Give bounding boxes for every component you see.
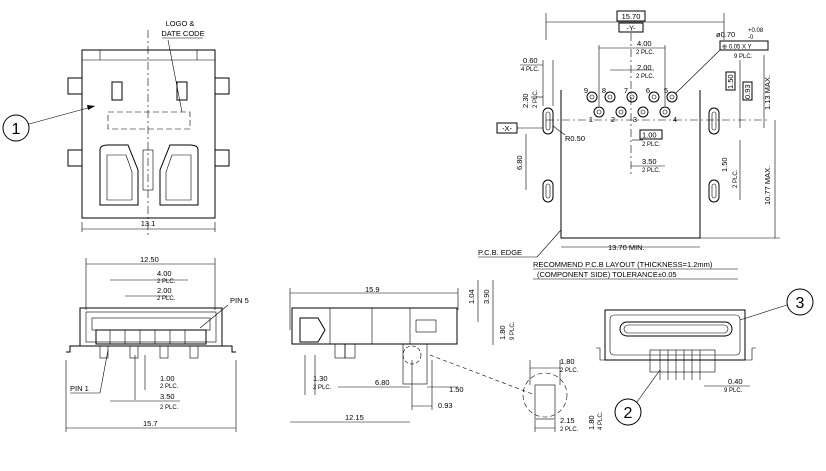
pin-label-6: 6 [646, 86, 650, 95]
side-view: 15.9 1.04 3.90 1.80 9 PLC. 1.30 2 PLC. 6… [289, 280, 516, 423]
top-view-width: 13.1 [141, 219, 156, 228]
side-d1215: 12.15 [345, 413, 364, 422]
detail-d180b-qty: 4 PLC. [598, 411, 604, 430]
front-d100-qty: 2 PLC. [160, 384, 179, 390]
detail-d180-qty: 2 PLC. [560, 368, 579, 374]
front-d200-qty: 2 PLC. [157, 296, 176, 302]
side-d093: 0.93 [438, 401, 453, 410]
iso-view: 0.40 9 PLC. [596, 309, 756, 394]
front-d157: 15.7 [143, 419, 158, 428]
side-d390: 3.90 [482, 289, 491, 304]
iso-d040: 0.40 [728, 377, 743, 386]
front-d1250: 12.50 [140, 255, 159, 264]
side-d130: 1.30 [313, 374, 328, 383]
front-d100: 1.00 [160, 374, 175, 383]
pcb-d150: 1.50 [720, 157, 729, 172]
callout-2-number: 2 [624, 405, 633, 422]
pcb-overall-width: 15.70 [622, 12, 641, 21]
front-d400: 4.00 [157, 269, 172, 278]
pcb-d400-qty: 2 PLC. [636, 50, 655, 56]
pcb-d150-qty: 2 PLC. [733, 169, 739, 188]
side-d180: 1.80 [498, 325, 507, 340]
pcb-r050: R0.50 [565, 134, 585, 143]
callout-1: 1 [2, 105, 96, 142]
detail-d215-qty: 2 PLC. [560, 427, 579, 433]
pcb-d400: 4.00 [637, 39, 652, 48]
detail-d215: 2.15 [560, 416, 575, 425]
side-d130-qty: 2 PLC. [313, 385, 332, 391]
pcb-hole-tol-plus: +0.08 [748, 28, 764, 34]
side-d180-qty: 9 PLC. [510, 321, 516, 340]
pin-label-8: 8 [602, 86, 606, 95]
front-d400-qty: 2 PLC. [157, 279, 176, 285]
pin-label-1: 1 [589, 115, 593, 124]
pcb-layout: 15.70 -Y- -X- 9 8 [478, 10, 780, 280]
front-d350: 3.50 [160, 392, 175, 401]
iso-d040-qty: 9 PLC. [724, 388, 743, 394]
pcb-d100-qty: 2 PLC. [642, 142, 661, 148]
pcb-d060-qty: 4 PLC. [521, 67, 540, 73]
callout-3: 3 [739, 288, 814, 321]
pcb-x-datum: -X- [502, 124, 513, 133]
top-view-body [81, 49, 216, 219]
pcb-y-datum: -Y- [626, 24, 636, 33]
pcb-hole-qty: 9 PLC. [734, 54, 753, 60]
pin-label-7: 7 [624, 86, 628, 95]
front-pin1: PIN 1 [70, 384, 89, 393]
pin-label-3: 3 [633, 115, 637, 124]
pcb-d200: 2.00 [637, 63, 652, 72]
pcb-d680: 6.80 [515, 155, 524, 170]
pcb-d230-qty: 2 PLC. [533, 89, 539, 108]
pcb-d230: 2.30 [521, 93, 530, 108]
pcb-d1077: 10.77 MAX. [763, 166, 772, 205]
pcb-d200-qty: 2 PLC. [636, 74, 655, 80]
front-view: 12.50 4.00 2 PLC. 2.00 2 PLC. PIN 5 PIN … [65, 255, 249, 432]
pin-label-9: 9 [584, 86, 588, 95]
pcb-d113: 1.13 MAX. [763, 75, 772, 110]
side-d680: 6.80 [375, 378, 390, 387]
callout-2: 2 [614, 369, 661, 426]
pcb-d150-box: 1.50 [726, 74, 735, 89]
pcb-d350: 3.50 [642, 157, 657, 166]
detail-d180: 1.80 [560, 357, 575, 366]
callout-3-number: 3 [796, 295, 805, 312]
detail-view: 1.80 2 PLC. 2.15 2 PLC. 1.80 4 PLC. [429, 354, 604, 433]
pcb-d350-qty: 2 PLC. [642, 168, 661, 174]
front-pin5: PIN 5 [230, 296, 249, 305]
pin-label-4: 4 [673, 115, 677, 124]
pcb-note-line2: (COMPONENT SIDE) TOLERANCE±0.05 [537, 270, 677, 279]
pcb-d100: 1.00 [642, 131, 657, 140]
pcb-position-tol: ⊕ 0.05 X Y [722, 45, 752, 51]
pcb-note-line1: RECOMMEND P.C.B LAYOUT (THICKNESS=1.2mm) [533, 260, 713, 269]
logo-label-line2: DATE CODE [161, 29, 204, 38]
pcb-d093-box: 0.93 [743, 84, 752, 99]
pin-label-5: 5 [664, 86, 668, 95]
logo-label-line1: LOGO & [166, 19, 195, 28]
pcb-hole-tol-minus: -0 [748, 35, 754, 41]
pin-holes: 9 8 7 6 5 1 2 3 4 [584, 86, 678, 124]
front-d200: 2.00 [157, 286, 172, 295]
detail-d180b: 1.80 [587, 415, 596, 430]
pcb-d1370: 13.70 MIN. [608, 243, 645, 252]
pcb-d060: 0.60 [523, 56, 538, 65]
callout-1-number: 1 [12, 121, 21, 138]
top-view: LOGO & DATE CODE 13.1 [67, 19, 230, 235]
pcb-edge-label: P.C.B. EDGE [478, 248, 522, 257]
front-d350-qty: 2 PLC. [160, 405, 179, 411]
pcb-hole-dia: ø0.70 [716, 30, 735, 39]
side-d150: 1.50 [449, 385, 464, 394]
pin-label-2: 2 [611, 115, 615, 124]
side-d159: 15.9 [365, 285, 380, 294]
side-d104: 1.04 [467, 289, 476, 304]
